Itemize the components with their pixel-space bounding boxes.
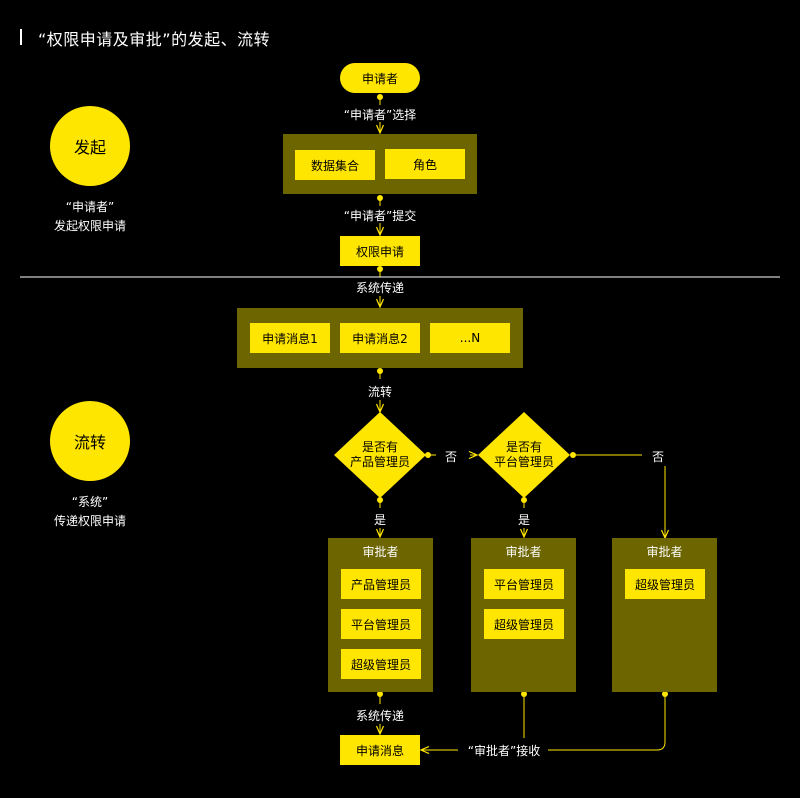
approver-1-super-admin: 超级管理员: [341, 649, 421, 679]
node-role: 角色: [385, 149, 465, 179]
approver-panel-3-title: 审批者: [646, 545, 683, 559]
phase-note-transfer-line2: 传递权限申请: [53, 514, 126, 528]
decision-1-line1: 是否有: [361, 440, 398, 454]
phase-note-transfer-line1: “系统”: [71, 495, 109, 509]
label-no-1: 否: [444, 450, 457, 464]
page-title: “权限申请及审批”的发起、流转: [38, 30, 271, 49]
node-request-message: 申请消息: [340, 735, 420, 765]
label-yes-1: 是: [373, 513, 386, 527]
decision-2-line1: 是否有: [505, 440, 542, 454]
node-applicant: 申请者: [340, 63, 420, 93]
approver-1-product-admin: 产品管理员: [341, 569, 421, 599]
decision-diamond-2: [478, 412, 570, 498]
approver-panel-3: 审批者: [612, 538, 717, 692]
label-approver-receive: “审批者”接收: [467, 744, 541, 758]
label-applicant-submit: “申请者”提交: [343, 209, 417, 223]
decision-diamond-1: [334, 412, 426, 498]
label-circulate: 流转: [367, 385, 392, 399]
decision-2-text: 是否有 平台管理员: [484, 440, 564, 470]
node-message-2: 申请消息2: [340, 323, 420, 353]
phase-note-initiate-line1: “申请者”: [65, 200, 115, 214]
phase-note-initiate: “申请者” 发起权限申请: [40, 198, 140, 236]
decision-1-line2: 产品管理员: [349, 455, 410, 469]
approver-1-platform-admin: 平台管理员: [341, 609, 421, 639]
decision-1-text: 是否有 产品管理员: [340, 440, 420, 470]
approver-3-super-admin: 超级管理员: [625, 569, 705, 599]
label-no-2: 否: [651, 450, 664, 464]
node-data-collection: 数据集合: [295, 150, 375, 180]
approver-panel-1-title: 审批者: [362, 545, 399, 559]
label-system-deliver-2: 系统传递: [355, 709, 404, 723]
approver-panel-2-title: 审批者: [505, 545, 542, 559]
title-marker: [20, 29, 22, 45]
label-yes-2: 是: [517, 513, 530, 527]
decision-2-line2: 平台管理员: [493, 455, 554, 469]
node-permission-request: 权限申请: [340, 236, 420, 266]
label-applicant-select: “申请者”选择: [343, 108, 417, 122]
node-message-n: ...N: [430, 323, 510, 353]
phase-note-transfer: “系统” 传递权限申请: [40, 493, 140, 531]
phase-circle-initiate: 发起: [50, 106, 130, 186]
line-panel3-back: [548, 694, 666, 751]
approver-2-super-admin: 超级管理员: [484, 609, 564, 639]
phase-note-initiate-line2: 发起权限申请: [53, 219, 126, 233]
label-system-deliver-1: 系统传递: [355, 281, 404, 295]
node-message-1: 申请消息1: [250, 323, 330, 353]
approver-2-platform-admin: 平台管理员: [484, 569, 564, 599]
phase-circle-transfer: 流转: [50, 401, 130, 481]
